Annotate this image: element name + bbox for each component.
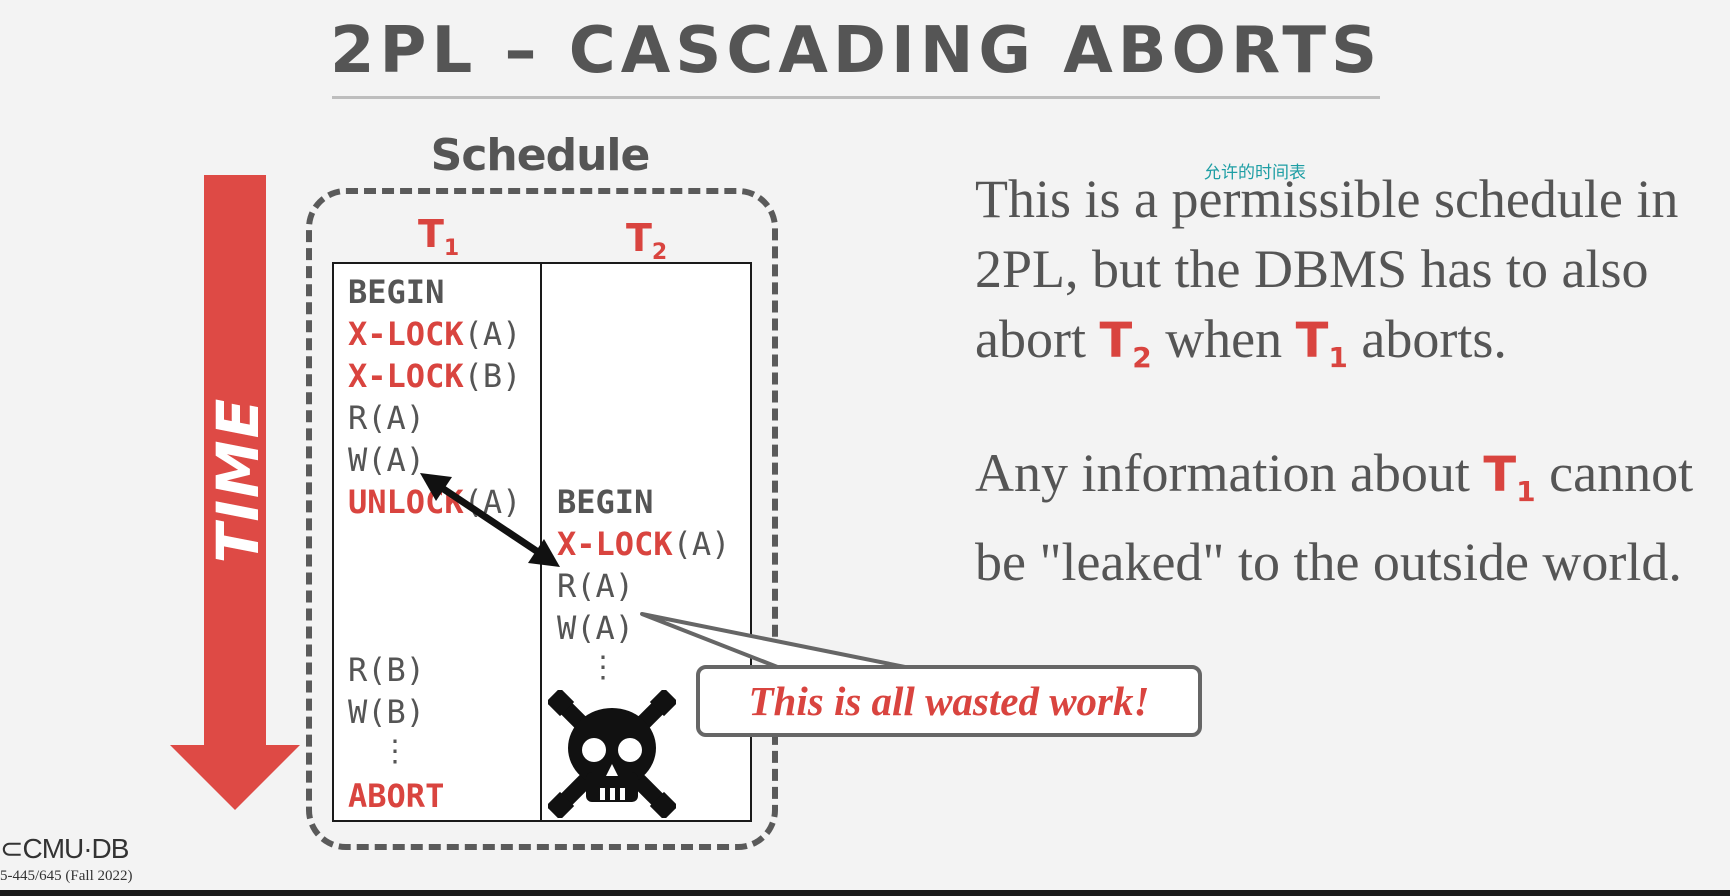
- t2-write-a: W(A): [557, 609, 635, 647]
- translation-annotation: 允许的时间表: [1204, 163, 1306, 183]
- schedule-label: Schedule: [430, 130, 651, 181]
- t1-ref: T1: [1483, 447, 1536, 508]
- t2-ellipsis: ⋮: [588, 650, 618, 685]
- t2-begin: BEGIN: [557, 483, 654, 521]
- time-arrow-icon: [170, 175, 300, 810]
- explanation-paragraph-1: This is a permissible schedule in 2PL, b…: [975, 169, 1679, 374]
- t1-column-header: T1: [418, 212, 460, 261]
- skull-crossbones-icon: [548, 690, 676, 818]
- cmu-db-logo-icon: ⊂: [0, 833, 23, 864]
- t2-read-a: R(A): [557, 567, 635, 605]
- course-label: 5-445/645 (Fall 2022): [0, 868, 133, 884]
- time-label: TIME: [204, 396, 272, 564]
- t1-write-b: W(B): [348, 693, 426, 731]
- t1-abort: ABORT: [348, 777, 445, 815]
- t2-ref: T2: [1099, 313, 1152, 374]
- dependency-arrow-icon: [420, 473, 560, 567]
- explanation-paragraph-2: Any information about T1 cannot be "leak…: [975, 443, 1694, 592]
- t1-xlock-a: X-LOCK(A): [348, 315, 522, 353]
- slide-title: 2PL – CASCADING ABORTS: [330, 14, 1383, 88]
- column-divider: [540, 262, 542, 822]
- cmu-db-logo: ⊂CMU·DB: [0, 833, 129, 864]
- t1-read-b: R(B): [348, 651, 426, 689]
- t1-ref: T1: [1295, 313, 1348, 374]
- t1-write-a: W(A): [348, 441, 426, 479]
- t1-begin: BEGIN: [348, 273, 445, 311]
- t1-xlock-b: X-LOCK(B): [348, 357, 522, 395]
- t2-column-header: T2: [626, 216, 668, 265]
- title-divider: [332, 96, 1380, 99]
- t1-ellipsis: ⋮: [380, 734, 410, 769]
- bottom-bar: [0, 890, 1730, 896]
- callout-box: This is all wasted work!: [696, 665, 1202, 737]
- t1-read-a: R(A): [348, 399, 426, 437]
- schedule-frame: [306, 188, 778, 850]
- t2-xlock-a: X-LOCK(A): [557, 525, 731, 563]
